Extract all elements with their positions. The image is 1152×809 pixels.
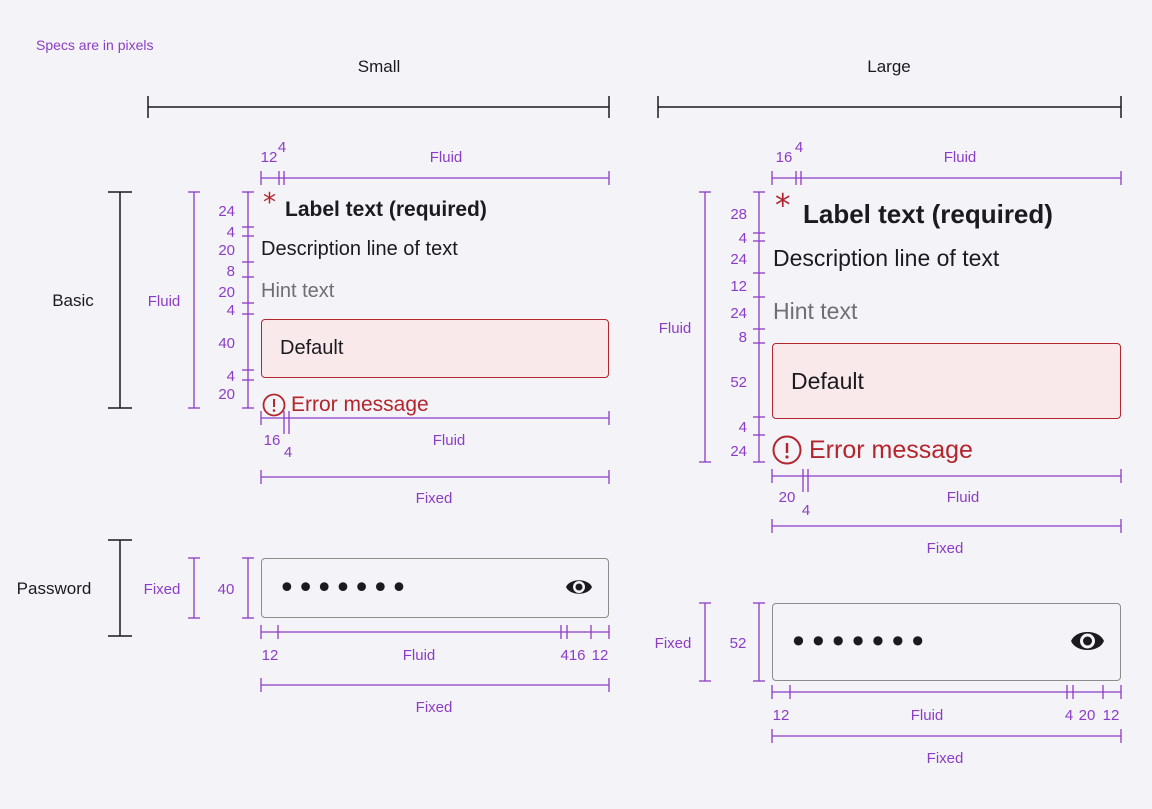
large-pw-fluid: Fluid bbox=[911, 707, 944, 724]
small-field-hint: Hint text bbox=[261, 280, 335, 302]
large-v-gap2: 12 bbox=[730, 278, 747, 295]
large-field-label: Label text (required) bbox=[803, 199, 1053, 229]
large-spec-lines bbox=[699, 171, 1122, 743]
large-v-input: 52 bbox=[730, 374, 747, 391]
small-required-asterisk-icon: * bbox=[263, 188, 276, 218]
small-label-gap: 4 bbox=[278, 139, 286, 156]
large-field-hint: Hint text bbox=[773, 298, 858, 324]
large-field-description: Description line of text bbox=[773, 245, 1000, 271]
small-eye-icon[interactable] bbox=[565, 575, 593, 604]
large-input[interactable]: Default bbox=[772, 343, 1121, 419]
large-label-offset: 16 bbox=[776, 149, 793, 166]
small-input[interactable]: Default bbox=[261, 319, 609, 378]
large-required-asterisk-icon: * bbox=[775, 188, 791, 224]
large-v-hint: 24 bbox=[730, 305, 747, 322]
small-error-offset: 16 bbox=[264, 432, 281, 449]
small-label-offset: 12 bbox=[261, 149, 278, 166]
large-pw-fixed-label: Fixed bbox=[655, 635, 692, 652]
row-bracket-basic bbox=[108, 191, 132, 409]
small-basic-fixed: Fixed bbox=[416, 490, 453, 507]
small-v-desc: 20 bbox=[218, 242, 235, 259]
small-pw-fluid: Fluid bbox=[403, 647, 436, 664]
large-v-gap3: 8 bbox=[739, 329, 747, 346]
small-password-value: ••••••• bbox=[278, 570, 409, 606]
large-error-fluid: Fluid bbox=[947, 489, 980, 506]
large-v-error: 24 bbox=[730, 443, 747, 460]
small-label-fluid: Fluid bbox=[430, 149, 463, 166]
small-pw-left: 12 bbox=[262, 647, 279, 664]
row-label-password: Password bbox=[17, 579, 92, 598]
small-pw-right: 12 bbox=[592, 647, 609, 664]
small-field-description: Description line of text bbox=[261, 238, 458, 260]
large-pw-fixed: Fixed bbox=[927, 750, 964, 767]
row-label-basic: Basic bbox=[52, 291, 94, 310]
large-password-value: ••••••• bbox=[789, 623, 929, 661]
large-basic-fluid: Fluid bbox=[659, 320, 692, 337]
large-input-value: Default bbox=[791, 367, 864, 394]
column-bracket-large bbox=[657, 96, 1122, 118]
small-v-gap3: 4 bbox=[227, 302, 235, 319]
small-pw-height: 40 bbox=[218, 581, 235, 598]
small-v-label: 24 bbox=[218, 203, 235, 220]
small-v-gap4: 4 bbox=[227, 368, 235, 385]
column-title-large: Large bbox=[867, 57, 910, 76]
small-pw-fixed-label: Fixed bbox=[144, 581, 181, 598]
large-v-gap4: 4 bbox=[739, 419, 747, 436]
small-error-message: Error message bbox=[291, 393, 429, 416]
small-v-gap1: 4 bbox=[227, 224, 235, 241]
large-error-offset: 20 bbox=[779, 489, 796, 506]
large-pw-height: 52 bbox=[730, 635, 747, 652]
small-v-hint: 20 bbox=[218, 284, 235, 301]
large-v-desc: 24 bbox=[730, 251, 747, 268]
spec-note: Specs are in pixels bbox=[36, 37, 154, 53]
large-v-label: 28 bbox=[730, 206, 747, 223]
large-pw-right: 12 bbox=[1103, 707, 1120, 724]
small-spec-lines bbox=[188, 171, 610, 692]
small-basic-fluid: Fluid bbox=[148, 293, 181, 310]
large-error-message: Error message bbox=[809, 436, 973, 464]
large-error-circle-icon bbox=[772, 435, 802, 470]
large-basic-fixed: Fixed bbox=[927, 540, 964, 557]
row-bracket-password bbox=[108, 539, 132, 637]
small-password-input[interactable]: ••••••• bbox=[261, 558, 609, 618]
large-v-gap1: 4 bbox=[739, 230, 747, 247]
small-error-fluid: Fluid bbox=[433, 432, 466, 449]
large-error-gap: 4 bbox=[802, 502, 810, 519]
large-pw-left: 12 bbox=[773, 707, 790, 724]
column-title-small: Small bbox=[358, 57, 401, 76]
small-pw-fixed: Fixed bbox=[416, 699, 453, 716]
small-spec-numbers: 12 4 Fluid Fluid 24 4 20 8 20 4 40 4 20 … bbox=[144, 139, 609, 716]
small-error-gap: 4 bbox=[284, 444, 292, 461]
small-v-input: 40 bbox=[218, 335, 235, 352]
large-pw-icon: 20 bbox=[1079, 707, 1096, 724]
column-bracket-small bbox=[147, 96, 610, 118]
large-spec-numbers: 16 4 Fluid Fluid 28 4 24 12 24 8 52 4 24… bbox=[655, 139, 1120, 767]
small-v-gap2: 8 bbox=[227, 263, 235, 280]
large-password-input[interactable]: ••••••• bbox=[772, 603, 1121, 681]
large-eye-icon[interactable] bbox=[1070, 626, 1105, 661]
small-v-error: 20 bbox=[218, 386, 235, 403]
large-pw-gap: 4 bbox=[1065, 707, 1073, 724]
small-pw-icon-specs: 416 bbox=[560, 647, 585, 664]
large-label-gap: 4 bbox=[795, 139, 803, 156]
small-field-label: Label text (required) bbox=[285, 198, 487, 221]
large-label-fluid: Fluid bbox=[944, 149, 977, 166]
small-input-value: Default bbox=[280, 337, 344, 359]
small-error-circle-icon bbox=[262, 393, 286, 422]
